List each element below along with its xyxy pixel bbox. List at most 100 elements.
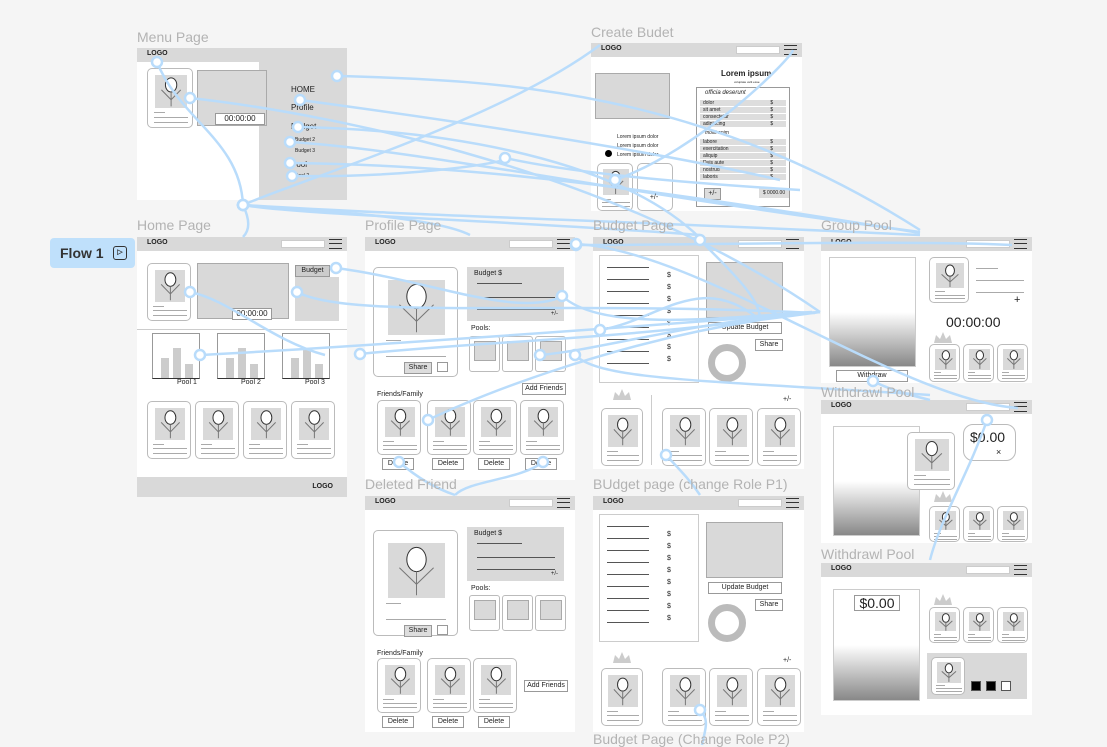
search-input[interactable] — [966, 403, 1010, 411]
share-button[interactable]: Share — [404, 625, 432, 637]
withdrawl-pool-2-frame[interactable]: LOGO $0.00 — [821, 563, 1032, 715]
logo[interactable]: LOGO — [603, 498, 624, 505]
update-budget-button[interactable]: Update Budget — [708, 322, 782, 334]
menu-icon[interactable] — [786, 498, 799, 508]
pool-card[interactable] — [502, 336, 533, 372]
menu-icon[interactable] — [329, 239, 342, 249]
budget-row[interactable]: consectetur$ — [700, 114, 786, 120]
budget-row[interactable]: laboris$ — [700, 174, 786, 180]
search-input[interactable] — [509, 240, 553, 248]
profile-card[interactable] — [963, 607, 994, 643]
profile-card[interactable] — [931, 657, 965, 695]
plus-minus-button[interactable]: +/- — [783, 396, 792, 403]
home-page-frame[interactable]: LOGO 00:00:00 Budget Pool 1 Pool 2 Pool … — [137, 237, 347, 497]
profile-card[interactable] — [147, 68, 193, 128]
budget-button[interactable]: Budget — [295, 265, 330, 277]
menu-icon[interactable] — [784, 45, 797, 55]
profile-card[interactable] — [597, 163, 633, 211]
logo[interactable]: LOGO — [831, 402, 852, 409]
profile-card[interactable] — [147, 263, 191, 321]
connection-hotspot[interactable] — [236, 198, 250, 212]
pool-chart[interactable] — [217, 333, 265, 379]
add-card[interactable] — [637, 163, 673, 211]
radio-option[interactable]: Lorem ipsum dolor — [617, 143, 659, 149]
add-member-button[interactable]: + — [1014, 294, 1021, 306]
radio-selected[interactable] — [605, 150, 612, 157]
logo[interactable]: LOGO — [147, 239, 168, 246]
menu-icon[interactable] — [786, 239, 799, 249]
logo[interactable]: LOGO — [831, 239, 852, 246]
withdraw-amount-popup[interactable]: $0.00 × — [963, 424, 1016, 461]
radio-option[interactable]: Lorem ipsum dolor — [617, 134, 659, 140]
profile-card[interactable] — [929, 607, 960, 643]
group-pool-frame[interactable]: LOGO Withdraw 00:00:00 + — [821, 237, 1032, 383]
pool-chart[interactable] — [152, 333, 200, 379]
share-button[interactable]: Share — [755, 339, 783, 351]
pool-2-label[interactable]: Pool 2 — [241, 379, 261, 386]
menu-icon[interactable] — [557, 239, 570, 249]
pool-chart[interactable] — [282, 333, 330, 379]
menu-item-pool-2[interactable]: Pool 2 — [295, 173, 310, 179]
profile-card[interactable] — [601, 668, 643, 726]
update-budget-button[interactable]: Update Budget — [708, 582, 782, 594]
pool-card[interactable] — [469, 336, 500, 372]
profile-card[interactable] — [427, 658, 471, 713]
menu-item-pool[interactable]: Pool — [291, 160, 308, 169]
budget-row[interactable]: Duis aute$ — [700, 160, 786, 166]
profile-card[interactable] — [377, 400, 421, 455]
budget-row[interactable]: exercitation$ — [700, 146, 786, 152]
plus-minus-button[interactable]: +/- — [550, 311, 558, 317]
connection-wire[interactable] — [241, 204, 250, 238]
profile-card[interactable] — [757, 408, 801, 466]
budget-row[interactable]: dolor$ — [700, 100, 786, 106]
profile-card[interactable] — [195, 401, 239, 459]
menu-icon[interactable] — [1014, 402, 1027, 412]
delete-button[interactable]: Delete — [382, 716, 414, 728]
search-input[interactable] — [738, 499, 782, 507]
profile-card[interactable] — [709, 408, 753, 466]
menu-item-budget-2[interactable]: Budget 2 — [295, 137, 316, 143]
logo[interactable]: LOGO — [831, 565, 852, 572]
delete-button[interactable]: Delete — [432, 458, 464, 470]
connection-hotspot[interactable] — [236, 198, 250, 212]
color-swatch[interactable] — [986, 681, 996, 691]
add-friends-button[interactable]: Add Friends — [522, 383, 566, 395]
connection-hotspot[interactable] — [236, 198, 250, 212]
delete-button[interactable]: Delete — [478, 716, 510, 728]
search-input[interactable] — [736, 46, 780, 54]
profile-card[interactable] — [377, 658, 421, 713]
search-input[interactable] — [281, 240, 325, 248]
create-budget-frame[interactable]: LOGO Lorem ipsum voluptate velit esse of… — [591, 43, 802, 211]
add-friends-button[interactable]: Add Friends — [524, 680, 568, 692]
logo[interactable]: LOGO — [375, 498, 396, 505]
profile-card[interactable] — [929, 257, 969, 303]
pool-1-label[interactable]: Pool 1 — [177, 379, 197, 386]
budget-row[interactable]: nostrud$ — [700, 167, 786, 173]
profile-card[interactable] — [709, 668, 753, 726]
mail-icon[interactable] — [437, 625, 448, 635]
color-swatch[interactable] — [971, 681, 981, 691]
plus-minus-button[interactable]: +/- — [783, 657, 792, 664]
pool-3-label[interactable]: Pool 3 — [305, 379, 325, 386]
share-button[interactable]: Share — [404, 362, 432, 374]
profile-card[interactable] — [662, 668, 706, 726]
profile-card[interactable] — [291, 401, 335, 459]
profile-card[interactable] — [963, 344, 994, 382]
delete-button[interactable]: Delete — [525, 458, 557, 470]
profile-main-card[interactable]: Share — [373, 267, 458, 377]
budget-row[interactable]: adipiscing$ — [700, 121, 786, 127]
logo[interactable]: LOGO — [147, 50, 168, 57]
logo[interactable]: LOGO — [601, 45, 622, 52]
pool-card[interactable] — [502, 595, 533, 631]
pool-card[interactable] — [535, 595, 566, 631]
plus-minus-button[interactable]: +/- — [550, 571, 558, 577]
profile-card[interactable] — [601, 408, 643, 466]
search-input[interactable] — [509, 499, 553, 507]
profile-card[interactable] — [997, 607, 1028, 643]
withdraw-button[interactable]: Withdraw — [836, 370, 908, 382]
profile-card[interactable] — [997, 344, 1028, 382]
profile-card[interactable] — [473, 658, 517, 713]
share-button[interactable]: Share — [755, 599, 783, 611]
